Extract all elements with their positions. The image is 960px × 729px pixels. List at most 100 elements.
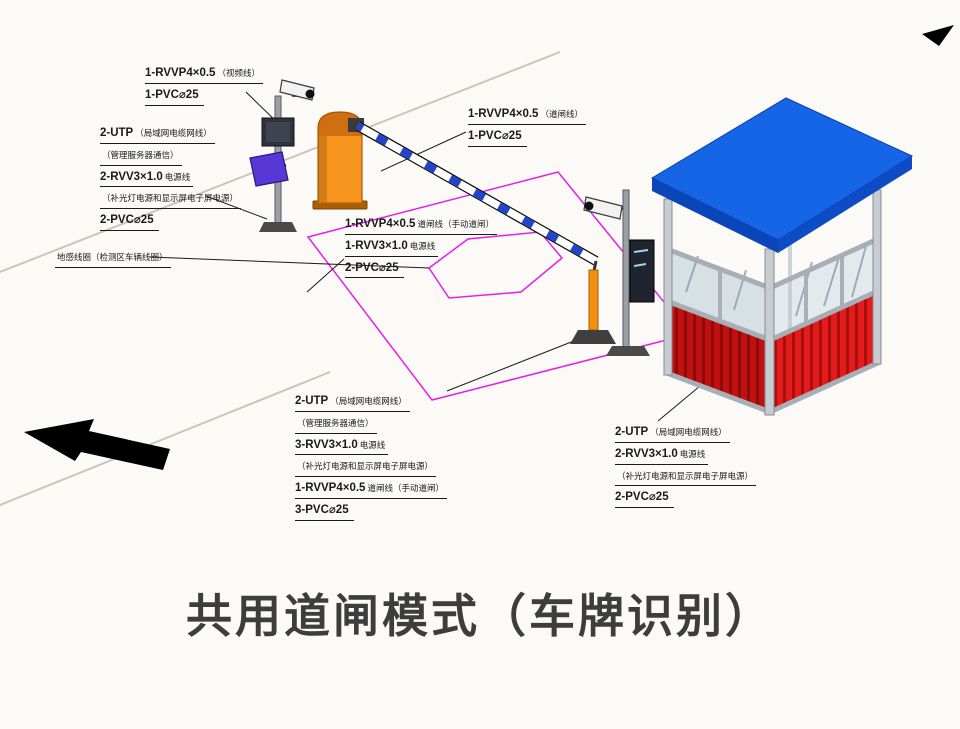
north-arrow [922, 25, 954, 46]
controller-screen [266, 122, 290, 142]
cable-note: 道闸线（手动道闸） [417, 219, 494, 229]
roof-edge-left [652, 178, 778, 253]
barrier-cabinet-shade [318, 136, 327, 202]
roof-edge-right [778, 156, 912, 253]
cable-code: 2-UTP [615, 426, 649, 438]
cable-spec-line: 1-PVC⌀25 [145, 84, 204, 106]
leader-lines [149, 91, 701, 422]
leader-barrier-control [380, 131, 467, 172]
cable-spec-line: 1-RVVP4×0.5（道闸线） [468, 103, 586, 125]
barrier-arm [355, 121, 599, 272]
leader-booth-cable [657, 385, 701, 422]
cable-code: 1-RVVP4×0.5 [468, 108, 539, 120]
cable-note: （视频线） [217, 68, 260, 78]
leader-island-cable [446, 334, 590, 392]
booth-post-left [663, 198, 673, 376]
cable-spec-line: （管理服务器通信） [295, 412, 377, 434]
cable-code: 1-RVV3×1.0 [345, 239, 408, 252]
rail-top-right [768, 235, 882, 291]
cable-code: 1-RVVP4×0.5 [145, 67, 216, 79]
display-pole [622, 189, 630, 349]
cable-code: 2-UTP [100, 127, 134, 139]
cable-note: 电源线 [409, 240, 436, 251]
cable-code: 2-RVV3×1.0 [615, 447, 678, 460]
bollard-base [570, 330, 616, 344]
diagram-title: 共用道闸模式（车牌识别） [186, 590, 774, 642]
exit-camera-lens [584, 201, 594, 211]
cable-spec-line: 地感线圈（检测区车辆线圈） [55, 246, 171, 268]
led-text-row2 [633, 263, 647, 267]
annotation-ground-loop: 地感线圈（检测区车辆线圈） [55, 246, 171, 268]
bollard [588, 269, 599, 331]
rail-bottom-right [768, 359, 882, 415]
cable-spec-line: （补光灯电源和显示屏电子屏电源） [295, 455, 437, 478]
cable-spec-line: （补光灯电源和显示屏电子屏电源） [100, 187, 242, 210]
led-display-pole-assembly [583, 189, 655, 356]
arm-tip [592, 260, 598, 272]
booth-post-right [872, 189, 882, 365]
cable-code: 2-UTP [295, 395, 329, 407]
cable-note: （补光灯电源和显示屏电子屏电源） [617, 470, 754, 481]
cable-code: 2-PVC⌀25 [345, 261, 399, 274]
cable-note: （管理服务器通信） [297, 417, 374, 428]
camera-pole-base [259, 222, 297, 232]
cable-spec-line: 2-UTP（局域网电缆网线） [100, 122, 215, 144]
license-plate-camera-assembly [249, 79, 315, 232]
camera-icon [279, 79, 315, 101]
cable-note: 电源线 [359, 439, 386, 450]
reflection-line [823, 253, 841, 307]
cable-spec-line: 2-UTP（局域网电缆网线） [295, 390, 410, 412]
cable-spec-line: 2-PVC⌀25 [345, 257, 404, 279]
booth-rails [663, 235, 882, 415]
cable-code: 2-PVC⌀25 [100, 214, 154, 227]
cable-spec-line: 2-PVC⌀25 [615, 486, 674, 509]
reflection-line [851, 245, 867, 298]
rail-bottom-left [663, 369, 771, 415]
arm-stripes [356, 122, 598, 265]
cable-code: 1-PVC⌀25 [468, 129, 522, 142]
cable-spec-line: （补光灯电源和显示屏电子屏电源） [615, 465, 757, 487]
booth-post-near [764, 248, 775, 416]
window-dividers [718, 255, 844, 323]
cable-code: 3-RVV3×1.0 [295, 438, 358, 451]
annotation-barrier-control: 1-RVVP4×0.5（道闸线） 1-PVC⌀25 [468, 103, 586, 147]
cable-code: 3-PVC⌀25 [295, 503, 349, 516]
cable-code: 1-RVVP4×0.5 [295, 482, 366, 495]
ground-loop-coil [427, 231, 564, 299]
cable-note: （局域网电缆网线） [135, 128, 212, 138]
cable-note: 地感线圈（检测区车辆线圈） [57, 252, 168, 262]
cable-code: 1-RVVP4×0.5 [345, 218, 416, 230]
led-display-panel [629, 239, 655, 303]
cable-note: 电源线 [164, 171, 191, 182]
cable-note: （道闸线） [540, 109, 583, 119]
cable-note: 道闸线（手动道闸） [367, 483, 444, 494]
cable-note: （局域网电缆网线） [650, 427, 727, 437]
display-pole-base [606, 346, 650, 356]
camera-lens [305, 89, 315, 99]
arm-rest-post [570, 269, 616, 344]
cable-code: 1-PVC⌀25 [145, 88, 199, 101]
cable-spec-line: 2-PVC⌀25 [100, 209, 159, 231]
north-arrow-shape [922, 25, 954, 46]
cable-spec-line: 3-PVC⌀25 [295, 499, 354, 521]
rail-top-left [663, 245, 771, 291]
annotation-camera-cable: 1-RVVP4×0.5（视频线） 1-PVC⌀25 [145, 62, 263, 106]
cable-note: （补光灯电源和显示屏电子屏电源） [102, 193, 239, 204]
led-text-row1 [633, 249, 649, 253]
booth-roof [650, 97, 914, 253]
direction-arrow-shape [24, 419, 170, 470]
cable-spec-line: 1-RVVP4×0.5（视频线） [145, 62, 263, 84]
cable-note: （补光灯电源和显示屏电子屏电源） [297, 461, 434, 472]
road-edge-lower [0, 371, 331, 506]
leader-pole-cable [205, 195, 268, 220]
rail-mid-right [768, 287, 882, 343]
